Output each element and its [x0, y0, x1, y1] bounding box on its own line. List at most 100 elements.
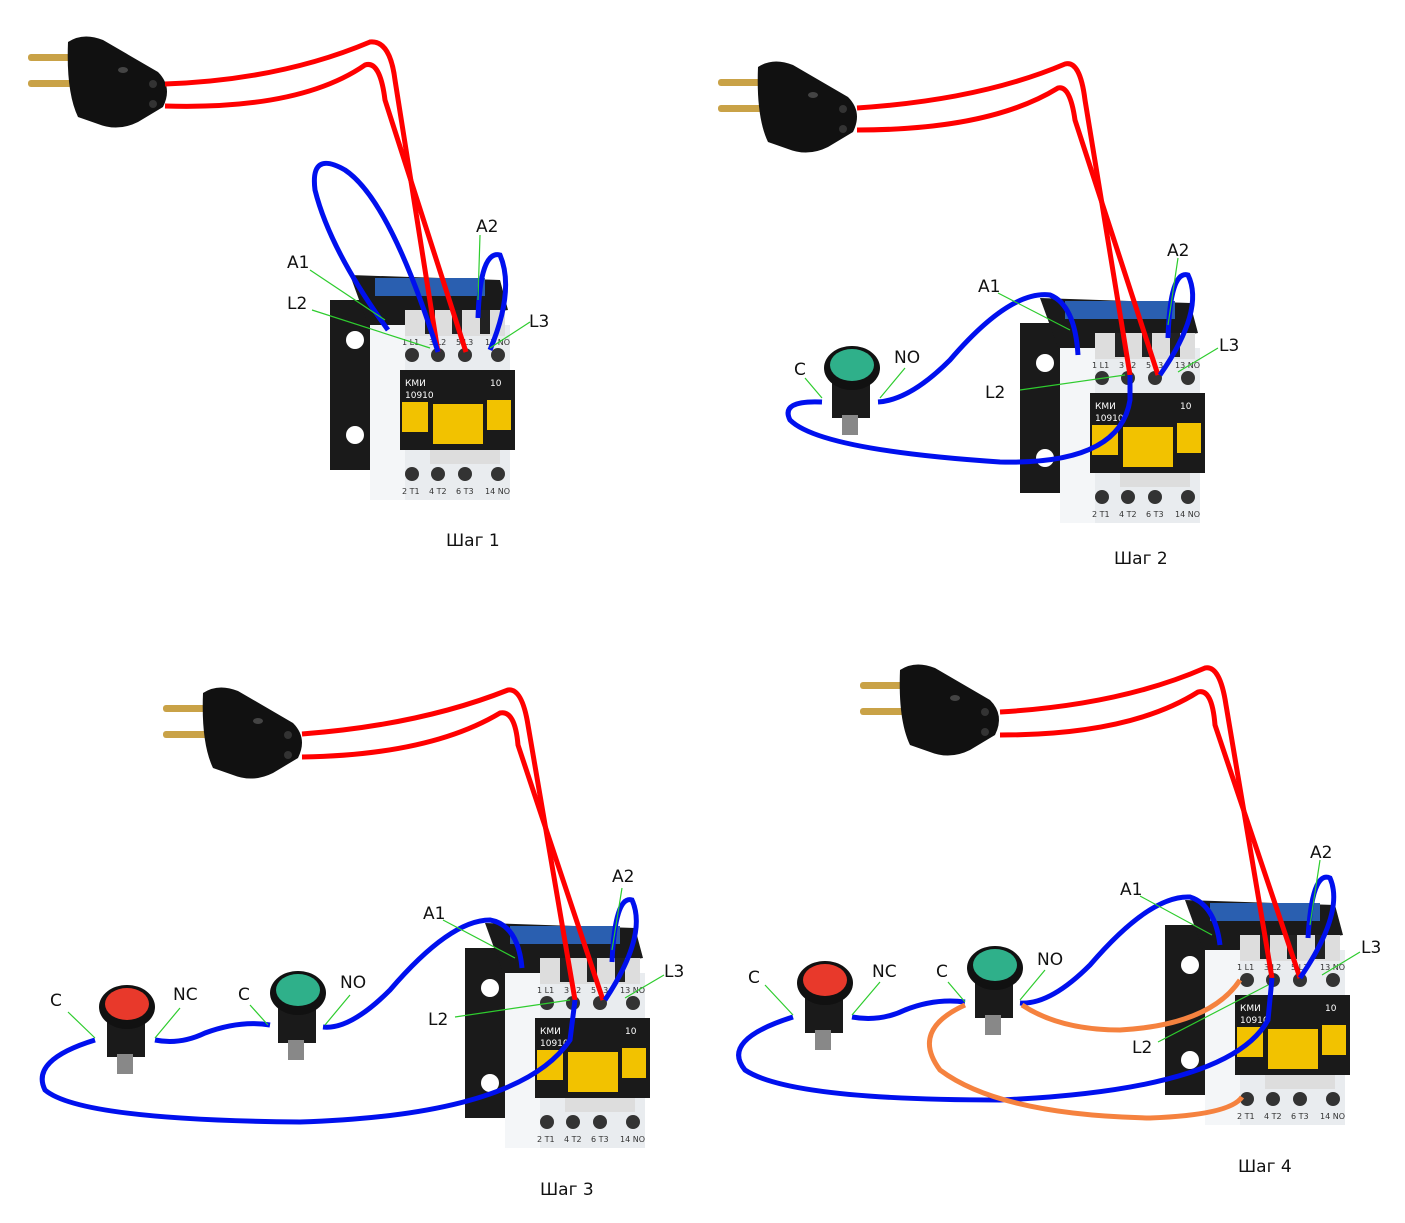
label-a2: A2: [476, 217, 498, 237]
terminal-label: 14 NO: [620, 1135, 645, 1144]
step-title: Шаг 2: [1114, 549, 1168, 569]
contactor-model: КМИ: [1095, 402, 1116, 412]
phase-wire: [999, 665, 1275, 979]
terminal-label: 4 T2: [564, 1135, 582, 1144]
label-a1: A1: [287, 253, 309, 273]
control-wire: [785, 375, 1133, 465]
control-wire: [311, 160, 441, 353]
label-a1: A1: [978, 277, 1000, 297]
label-l2: L2: [985, 383, 1005, 403]
label-c: C: [748, 968, 760, 988]
terminal-label: 6 T3: [591, 1135, 609, 1144]
contactor-model: КМИ: [405, 379, 426, 389]
plug-icon: [860, 664, 999, 756]
phase-wire: [164, 61, 469, 353]
terminal-label: 5 L3: [1291, 963, 1308, 972]
contactor-model: КМИ: [540, 1027, 561, 1037]
terminal-label: 13 NO: [620, 986, 645, 995]
terminal-label: 1 L1: [537, 986, 554, 995]
terminal-label: 2 T1: [1092, 510, 1110, 519]
start-button-icon: [824, 346, 880, 435]
label-no: NO: [340, 973, 366, 993]
stop-button-icon: [797, 961, 853, 1050]
terminal-label: 1 L1: [1092, 361, 1109, 370]
label-a1: A1: [423, 904, 445, 924]
terminal-label: 13 NO: [1175, 361, 1200, 370]
phase-wire: [856, 61, 1133, 376]
terminal-label: 6 T3: [1146, 510, 1164, 519]
terminal-label: 4 T2: [1119, 510, 1137, 519]
step-title: Шаг 1: [446, 531, 500, 551]
stop-button-icon: [99, 985, 155, 1074]
step-title: Шаг 4: [1238, 1157, 1292, 1177]
contactor-rating: 10: [625, 1027, 637, 1037]
terminal-label: 6 T3: [456, 487, 474, 496]
label-no: NO: [894, 348, 920, 368]
label-a2: A2: [612, 867, 634, 887]
phase-wire: [301, 687, 578, 1001]
plug-icon: [28, 36, 167, 128]
terminal-label: 14 NO: [1320, 1112, 1345, 1121]
label-c: C: [238, 985, 250, 1005]
phase-wire: [164, 39, 441, 353]
label-l2: L2: [287, 294, 307, 314]
phase-wire: [301, 710, 606, 1001]
label-l2: L2: [1132, 1038, 1152, 1058]
load-wire: [1020, 978, 1243, 1033]
label-a1: A1: [1120, 880, 1142, 900]
contactor-rating: 10: [490, 379, 502, 389]
contactor-code: 10910: [1095, 414, 1124, 424]
contactor-code: 10910: [405, 391, 434, 401]
load-wire: [927, 1002, 1245, 1121]
terminal-label: 2 T1: [1237, 1112, 1255, 1121]
control-wire: [39, 999, 578, 1125]
control-wire: [1297, 874, 1337, 980]
label-nc: NC: [872, 962, 897, 982]
control-wire: [1019, 894, 1223, 1006]
label-c: C: [936, 962, 948, 982]
label-a2: A2: [1310, 843, 1332, 863]
terminal-label: 1 L1: [1237, 963, 1254, 972]
step-1: КМИ 10910 10 1 L1 3 L2 5 L3 13 NO 2 T1 4…: [28, 36, 549, 551]
control-wire: [322, 917, 525, 1030]
control-wire: [851, 998, 966, 1021]
terminal-label: 14 NO: [1175, 510, 1200, 519]
control-wire: [736, 977, 1275, 1103]
terminal-label: 14 NO: [485, 487, 510, 496]
contactor-model: КМИ: [1240, 1004, 1261, 1014]
contactor-code: 10910: [540, 1039, 569, 1049]
terminal-label: 2 T1: [402, 487, 420, 496]
control-wire: [154, 1021, 271, 1044]
control-wire: [475, 252, 509, 351]
terminal-label: 4 T2: [429, 487, 447, 496]
phase-wire: [999, 689, 1303, 979]
phase-wire: [856, 85, 1161, 376]
label-l3: L3: [1361, 938, 1381, 958]
label-no: NO: [1037, 950, 1063, 970]
terminal-label: 4 T2: [1264, 1112, 1282, 1121]
terminal-label: 1 L1: [402, 338, 419, 347]
contactor-rating: 10: [1180, 402, 1192, 412]
terminal-label: 2 T1: [537, 1135, 555, 1144]
plug-icon: [163, 687, 302, 779]
control-wire: [877, 292, 1081, 405]
contactor-code: 10910: [1240, 1016, 1269, 1026]
label-l3: L3: [664, 962, 684, 982]
label-c: C: [50, 991, 62, 1011]
label-a2: A2: [1167, 241, 1189, 261]
label-l3: L3: [1219, 336, 1239, 356]
step-title: Шаг 3: [540, 1180, 594, 1200]
plug-icon: [718, 61, 857, 153]
start-button-icon: [270, 971, 326, 1060]
label-l3: L3: [529, 312, 549, 332]
start-button-icon: [967, 946, 1023, 1035]
terminal-label: 6 T3: [1291, 1112, 1309, 1121]
label-nc: NC: [173, 985, 198, 1005]
contactor-rating: 10: [1325, 1004, 1337, 1014]
label-c: C: [794, 360, 806, 380]
terminal-label: 13 NO: [1320, 963, 1345, 972]
